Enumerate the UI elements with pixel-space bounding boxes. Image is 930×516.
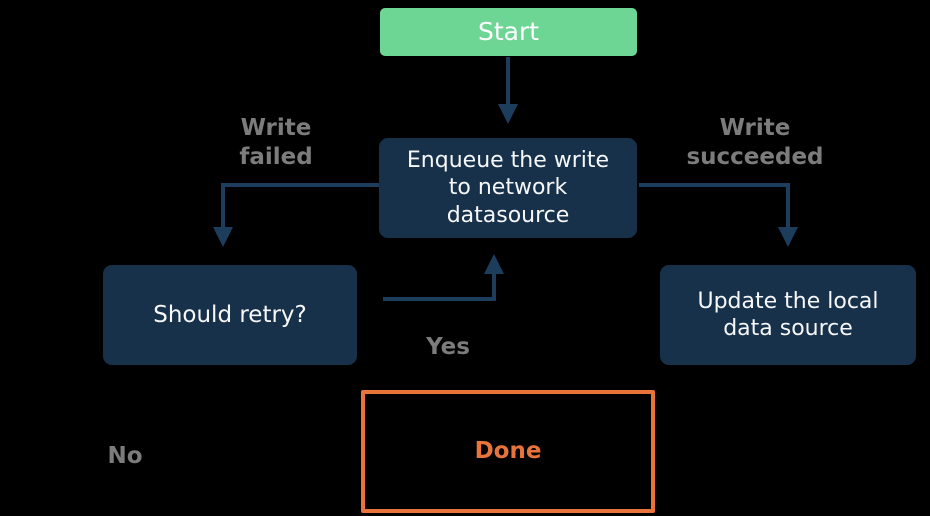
node-done[interactable]: Done	[361, 390, 655, 513]
edge-start-to-enqueue	[498, 57, 518, 124]
edge-label-yes: Yes	[426, 334, 470, 360]
node-start[interactable]: Start	[380, 8, 637, 56]
node-enqueue-write[interactable]: Enqueue the write to network datasource	[379, 138, 637, 238]
edge-label-no: No	[107, 443, 143, 469]
edge-retry-to-enqueue	[383, 254, 504, 301]
node-should-retry[interactable]: Should retry?	[103, 265, 357, 365]
edge-enqueue-to-retry	[213, 183, 379, 247]
edge-label-write-failed: Write failed	[239, 115, 313, 170]
edge-label-write-succeeded: Write succeeded	[686, 115, 824, 170]
node-update-local-data-source[interactable]: Update the local data source	[660, 265, 916, 365]
edge-enqueue-to-update	[639, 183, 798, 247]
